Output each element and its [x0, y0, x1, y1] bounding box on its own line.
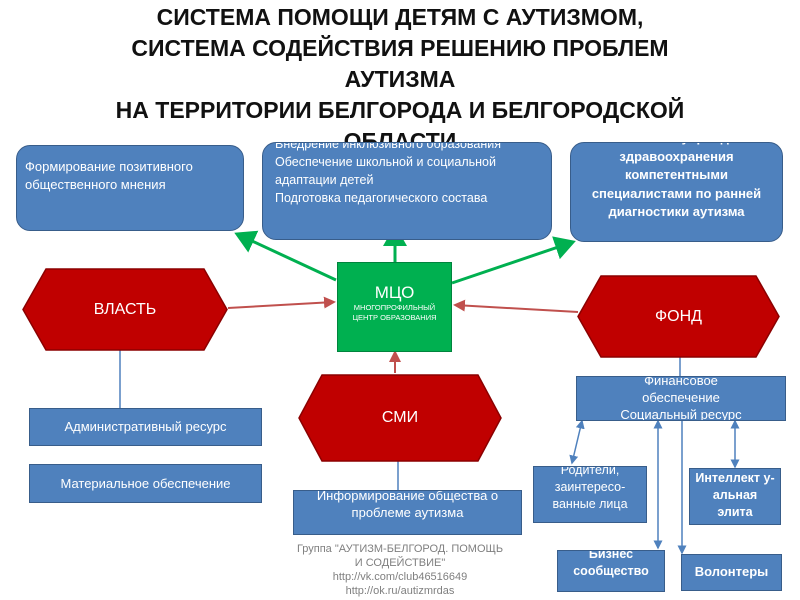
- top-right-box: Обеспечение учреждений здравоохранения к…: [570, 142, 783, 242]
- arrow-vlast-to-mco: [227, 296, 336, 309]
- fond-hexagon: ФОНД: [577, 275, 780, 358]
- intellect-label: Интеллект у-альная элита: [695, 471, 775, 519]
- financial-line: Социальный ресурс: [620, 407, 742, 421]
- intellect-box: Интеллект у-альная элита: [689, 468, 781, 525]
- business-label: Бизнес сообщество: [573, 550, 649, 578]
- mco-subtitle: МНОГОПРОФИЛЬНЫЙ ЦЕНТР ОБРАЗОВАНИЯ: [352, 303, 437, 322]
- top-right-box-text: Обеспечение учреждений здравоохранения к…: [591, 143, 762, 219]
- top-center-box: Внедрение инклюзивного образования Обесп…: [262, 142, 552, 240]
- mco-box: МЦО МНОГОПРОФИЛЬНЫЙ ЦЕНТР ОБРАЗОВАНИЯ: [337, 262, 452, 352]
- arrow-fond-to-mco: [453, 299, 579, 313]
- footer-line: Группа "АУТИЗМ-БЕЛГОРОД. ПОМОЩЬ И СОДЕЙС…: [296, 543, 504, 569]
- vlast-hexagon: ВЛАСТЬ: [22, 268, 228, 351]
- financial-box: Финансовое обеспечение Социальный ресурс: [576, 376, 786, 421]
- top-center-line: Обеспечение школьной и социальной адапта…: [275, 155, 496, 187]
- volunteers-label: Волонтеры: [694, 564, 769, 579]
- title-line: НА ТЕРРИТОРИИ БЕЛГОРОДА И БЕЛГОРОДСКОЙ: [115, 97, 685, 123]
- admin-resource-box: Административный ресурс: [29, 408, 262, 446]
- title-line: СИСТЕМА ПОМОЩИ ДЕТЯМ С АУТИЗМОМ,: [156, 4, 644, 30]
- mco-title: МЦО: [374, 283, 415, 302]
- top-center-line: Подготовка педагогического состава: [275, 191, 488, 205]
- smi-hexagon: СМИ: [298, 374, 502, 462]
- arrow-financial-parents: [569, 419, 585, 465]
- arrow-to-top-right: [451, 236, 576, 285]
- business-box: Бизнес сообщество: [557, 550, 665, 592]
- vlast-label: ВЛАСТЬ: [93, 300, 157, 318]
- smi-label: СМИ: [381, 409, 419, 426]
- fond-label: ФОНД: [655, 307, 702, 325]
- arrow-to-top-left: [234, 230, 337, 282]
- title-line: АУТИЗМА: [344, 66, 456, 92]
- top-left-box: Формирование позитивного общественного м…: [16, 145, 244, 231]
- parents-box: Родители, заинтересо-ванные лица: [533, 466, 647, 523]
- admin-resource-label: Административный ресурс: [64, 419, 227, 434]
- top-center-line: Внедрение инклюзивного образования: [275, 142, 502, 151]
- footer-credits: Группа "АУТИЗМ-БЕЛГОРОД. ПОМОЩЬ И СОДЕЙС…: [295, 542, 505, 598]
- title-line: СИСТЕМА СОДЕЙСТВИЯ РЕШЕНИЮ ПРОБЛЕМ: [131, 35, 669, 61]
- financial-line: Финансовое обеспечение: [642, 376, 720, 405]
- parents-label: Родители, заинтересо-ванные лица: [552, 466, 628, 511]
- footer-link[interactable]: http://ok.ru/autizmrdas: [345, 585, 455, 597]
- material-support-box: Материальное обеспечение: [29, 464, 262, 503]
- footer-link[interactable]: http://vk.com/club46516649: [332, 571, 468, 583]
- top-left-box-text: Формирование позитивного общественного м…: [25, 159, 193, 192]
- material-support-label: Материальное обеспечение: [60, 476, 231, 491]
- informing-label: Информирование общества о проблеме аутиз…: [316, 490, 499, 520]
- volunteers-box: Волонтеры: [681, 554, 782, 591]
- informing-box: Информирование общества о проблеме аутиз…: [293, 490, 522, 535]
